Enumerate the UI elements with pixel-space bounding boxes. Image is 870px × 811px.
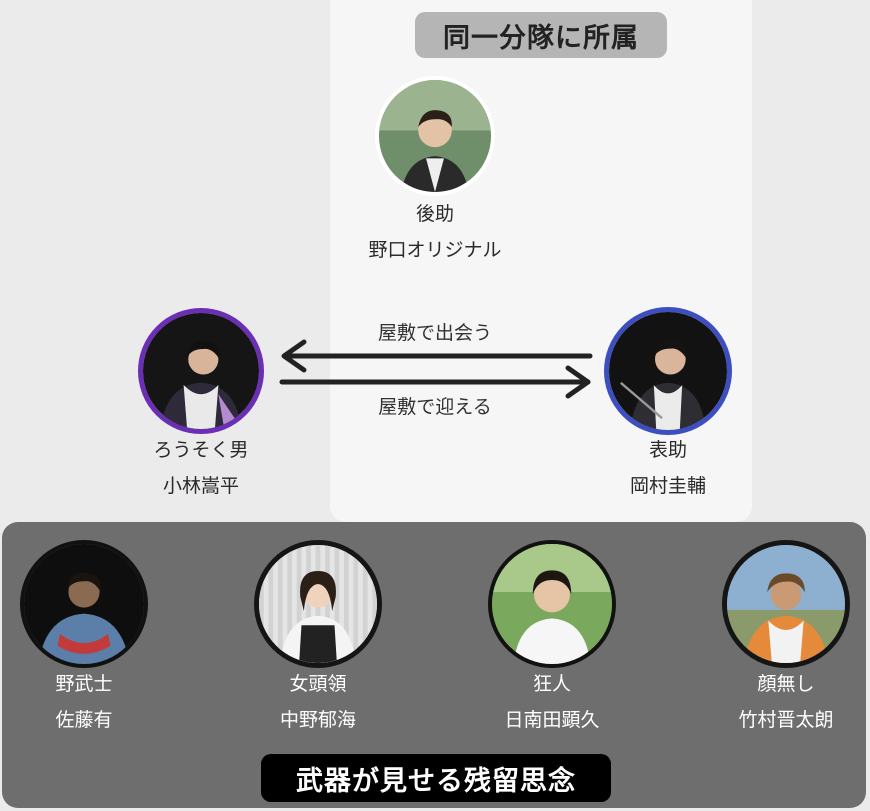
actor-onnagashira: 中野郁海 [279, 709, 356, 731]
same-squad-label: 同一分隊に所属 [415, 12, 667, 58]
actor-kyoujin: 日南田顕久 [504, 709, 600, 731]
actor-kaonashi: 竹村晋太朗 [738, 709, 834, 731]
role-kaonashi: 顔無し [757, 673, 815, 695]
actor-omotesuke: 岡村圭輔 [629, 475, 706, 497]
role-onnagashira: 女頭領 [289, 673, 347, 695]
portrait-icon [143, 313, 259, 429]
arrow-meet-head [281, 339, 307, 373]
portrait-icon [24, 544, 144, 664]
role-gosuke: 後助 [415, 203, 454, 225]
role-omotesuke: 表助 [648, 439, 687, 461]
portrait-icon [492, 544, 612, 664]
avatar-rousoku [138, 308, 264, 434]
portrait-icon [609, 312, 727, 430]
avatar-gosuke [375, 76, 495, 196]
portrait-icon [259, 545, 377, 663]
avatar-kaonashi [722, 540, 850, 668]
caption-gosuke: 後助 野口オリジナル [335, 196, 535, 268]
edge-label-welcome: 屋敷で迎える [378, 396, 492, 418]
weapon-memory-label: 武器が見せる残留思念 [261, 754, 611, 802]
arrow-welcome-head [565, 365, 591, 399]
actor-nobushi: 佐藤有 [55, 709, 113, 731]
caption-kaonashi: 顔無し 竹村晋太朗 [686, 666, 870, 738]
avatar-kyoujin [488, 540, 616, 668]
caption-kyoujin: 狂人 日南田顕久 [452, 666, 652, 738]
avatar-onnagashira [254, 540, 382, 668]
role-rousoku: ろうそく男 [153, 439, 249, 461]
caption-rousoku: ろうそく男 小林嵩平 [101, 432, 301, 504]
actor-rousoku: 小林嵩平 [162, 475, 239, 497]
portrait-icon [379, 80, 491, 192]
actor-gosuke: 野口オリジナル [368, 239, 502, 261]
role-nobushi: 野武士 [55, 673, 113, 695]
caption-onnagashira: 女頭領 中野郁海 [218, 666, 418, 738]
portrait-icon [727, 545, 845, 663]
caption-nobushi: 野武士 佐藤有 [0, 666, 184, 738]
edge-label-meet: 屋敷で出会う [377, 322, 492, 344]
role-kyoujin: 狂人 [532, 673, 571, 695]
avatar-nobushi [20, 540, 148, 668]
avatar-omotesuke [604, 307, 732, 435]
caption-omotesuke: 表助 岡村圭輔 [568, 432, 768, 504]
